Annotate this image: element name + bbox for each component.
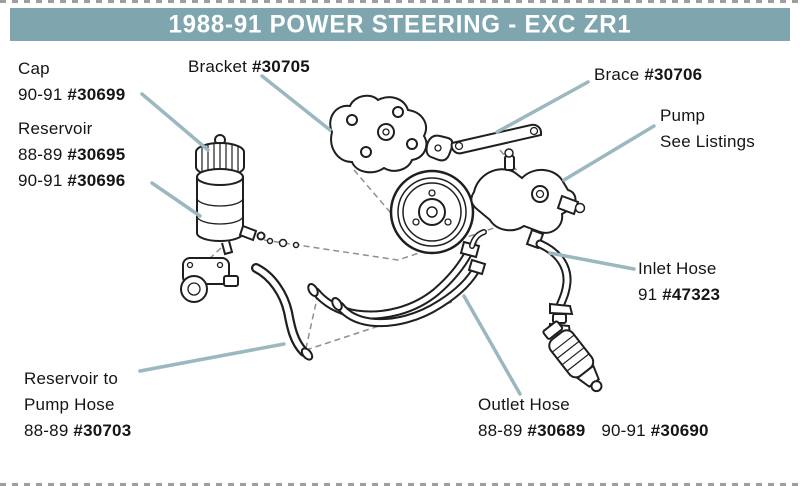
leader-cap	[140, 92, 210, 152]
part-name: Reservoir	[18, 119, 93, 138]
label-inlet-hose: Inlet Hose 91 #47323	[638, 256, 720, 308]
label-outlet-hose: Outlet Hose 88-89 #30689 90-91 #30690	[478, 392, 709, 444]
part-name: Inlet Hose	[638, 259, 717, 278]
part-note: See Listings	[660, 132, 756, 151]
part-number-row: 88-89 #30695	[18, 142, 125, 168]
part-name: Pump	[660, 106, 706, 125]
leader-pump	[562, 124, 656, 182]
page-title-banner: 1988-91 POWER STEERING - EXC ZR1	[10, 8, 790, 41]
scan-edge-top	[0, 0, 800, 3]
leader-bracket	[260, 74, 332, 132]
part-number: #30695	[67, 145, 126, 164]
part-number: #30703	[73, 421, 132, 440]
years: 90-91	[601, 421, 646, 440]
years: 91	[638, 285, 658, 304]
label-reservoir: Reservoir 88-89 #30695 90-91 #30696	[18, 116, 125, 194]
leader-lines	[138, 74, 656, 396]
fastener-washers	[266, 237, 300, 249]
scan-edge-bottom	[0, 483, 800, 486]
label-pump: Pump See Listings	[660, 103, 755, 155]
outlet-hose-drawing	[307, 229, 487, 328]
leader-inlet-hose	[548, 251, 636, 271]
bracket-drawing	[329, 94, 428, 174]
pump-drawing	[470, 148, 586, 250]
clip-drawing	[425, 134, 454, 162]
part-number: #30699	[67, 85, 126, 104]
reservoir-pump-hose-drawing	[251, 263, 314, 361]
clamp-drawing	[180, 257, 239, 303]
page-title: 1988-91 POWER STEERING - EXC ZR1	[168, 9, 632, 39]
part-number: #30705	[251, 57, 310, 76]
part-number-row: Bracket #30705	[188, 54, 310, 80]
label-reservoir-to-pump-hose: Reservoir to Pump Hose 88-89 #30703	[24, 366, 131, 444]
years: 88-89	[478, 421, 523, 440]
reservoir-drawing	[196, 168, 266, 256]
leader-brace	[495, 80, 590, 134]
part-number: #30696	[67, 171, 126, 190]
part-name: Cap	[18, 59, 50, 78]
part-number: #47323	[662, 285, 721, 304]
part-number: #30690	[650, 421, 709, 440]
part-number-row: 88-89 #30703	[24, 418, 131, 444]
part-name: Bracket	[188, 57, 248, 76]
leader-outlet-hose	[462, 294, 522, 396]
years: 90-91	[18, 85, 63, 104]
label-bracket: Bracket #30705	[188, 54, 310, 80]
years: 88-89	[24, 421, 69, 440]
control-valve-drawing	[542, 320, 603, 393]
part-name: Reservoir to	[24, 369, 119, 388]
part-name: Pump Hose	[24, 395, 115, 414]
part-number-row: 91 #47323	[638, 282, 720, 308]
part-number-row: Brace #30706	[594, 62, 702, 88]
part-number: #30706	[644, 65, 703, 84]
pulley-drawing	[389, 169, 475, 255]
leader-reservoir-pump-hose	[138, 342, 286, 373]
brace-drawing	[450, 123, 542, 155]
leader-reservoir	[150, 181, 202, 218]
part-number-row: 90-91 #30696	[18, 168, 125, 194]
part-number-row: 90-91 #30699	[18, 82, 125, 108]
label-brace: Brace #30706	[594, 62, 702, 88]
part-name: Outlet Hose	[478, 395, 570, 414]
part-number-row: 88-89 #30689 90-91 #30690	[478, 418, 709, 444]
part-name: Brace	[594, 65, 640, 84]
part-number: #30689	[527, 421, 586, 440]
label-cap: Cap 90-91 #30699	[18, 56, 125, 108]
years: 90-91	[18, 171, 63, 190]
years: 88-89	[18, 145, 63, 164]
